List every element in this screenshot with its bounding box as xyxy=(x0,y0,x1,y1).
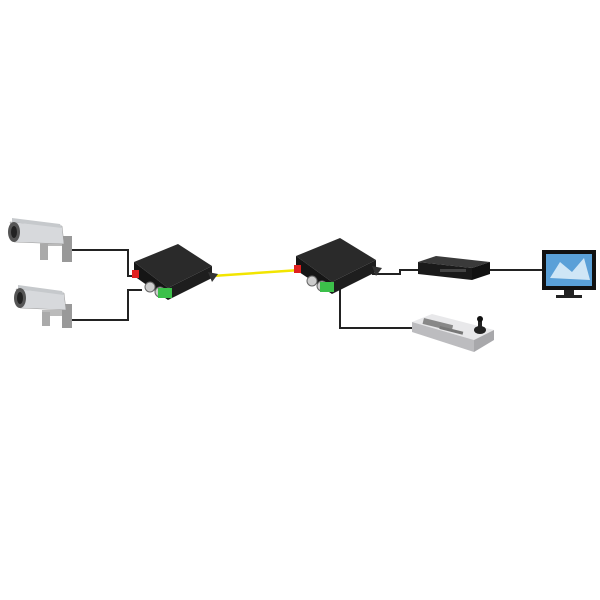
monitor-icon xyxy=(542,250,596,298)
camera1-cable xyxy=(70,249,138,277)
camera-icon xyxy=(14,285,72,328)
camera2-cable xyxy=(70,289,142,321)
receiver-dvr-cable xyxy=(372,269,418,275)
fiber-cable xyxy=(211,268,301,278)
receiver-keyboard-cable xyxy=(339,288,414,329)
transmitter-icon xyxy=(132,244,218,300)
dvr-icon xyxy=(418,256,490,280)
receiver-icon xyxy=(294,238,382,294)
camera-icon xyxy=(8,218,72,262)
ptz-keyboard-icon xyxy=(412,314,494,352)
